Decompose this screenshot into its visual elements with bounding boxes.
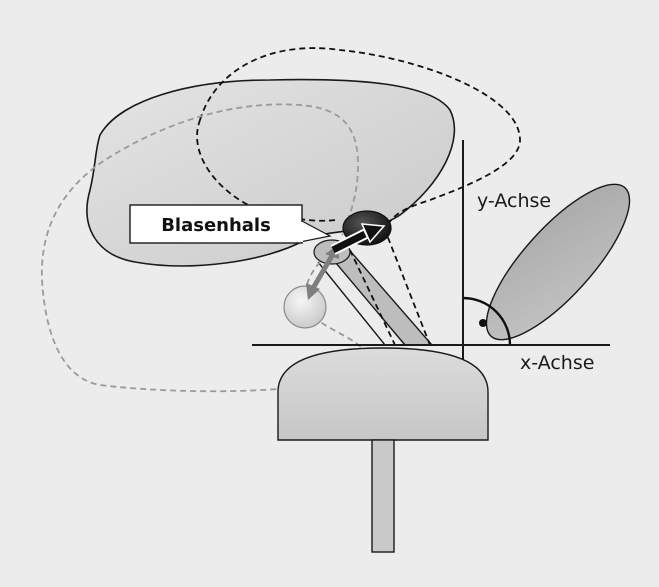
- angle-vertex-dot: [479, 319, 487, 327]
- bladder-neck-label: Blasenhals: [161, 215, 271, 236]
- x-axis-label: x-Achse: [520, 352, 594, 374]
- y-axis-label: y-Achse: [477, 190, 551, 212]
- ultrasound-probe-handle: [372, 440, 394, 552]
- ultrasound-probe-head: [278, 348, 488, 440]
- displaced-bladder-neck-sphere: [284, 286, 326, 328]
